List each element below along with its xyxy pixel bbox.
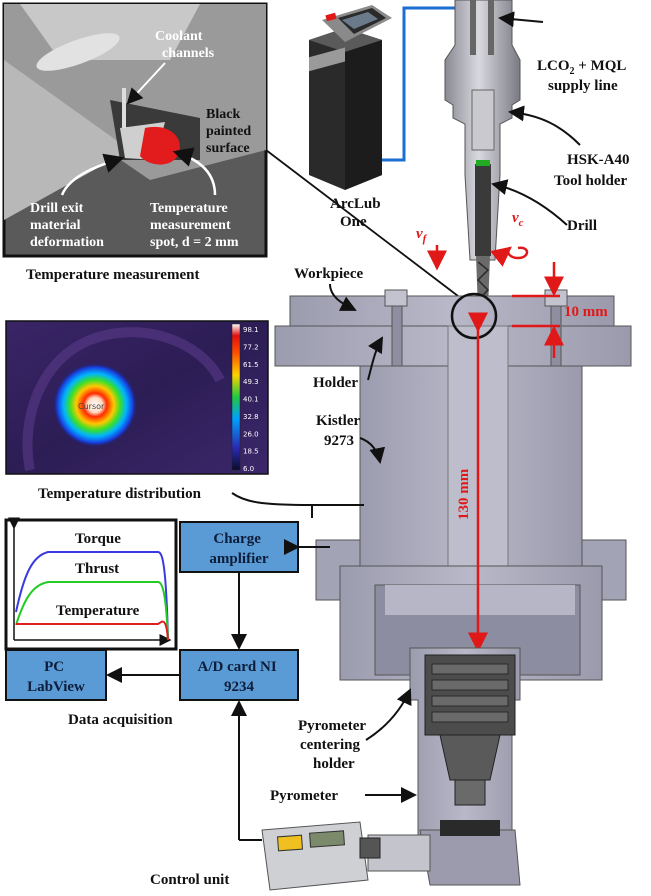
temperature-spot-arrow: [172, 147, 217, 196]
thrust-label: Thrust: [75, 561, 119, 577]
charge-amplifier-box: Charge amplifier: [179, 521, 299, 573]
pyrometer-body: [367, 820, 521, 886]
holder-arrow: [367, 336, 384, 381]
colorbar-tick-label: 49.3: [243, 378, 259, 386]
svg-text:PC LabView: PC LabView: [27, 659, 85, 695]
thermal-cursor-label: Cursor: [78, 402, 105, 411]
drill-label: Drill: [567, 218, 597, 234]
colorbar-tick-label: 77.2: [243, 343, 259, 351]
temperature-line: [16, 620, 169, 641]
workpiece-label: Workpiece: [294, 266, 363, 282]
thermal-image: Cursor: [5, 320, 269, 475]
kistler-arrow: [359, 437, 386, 464]
pyrometer-centering-arrow: [365, 688, 412, 741]
workpiece-and-holder: [274, 289, 632, 681]
tool-holder-arrow: [508, 105, 581, 146]
hundred-thirty-mm-label: 130 mm: [456, 468, 472, 520]
temperature-spot-label: Temperature measurement spot, d = 2 mm: [150, 201, 239, 250]
torque-line: [15, 551, 169, 641]
colorbar-tick-label: 40.1: [243, 396, 259, 404]
control-unit-label: Control unit: [150, 872, 229, 888]
signal-plot: Torque Thrust Temperature: [4, 517, 178, 651]
coolant-channels-arrow: [126, 62, 166, 105]
pyrometer-centering-label: Pyrometer centering holder: [298, 718, 370, 772]
supply-line-arrow: [498, 11, 544, 28]
coolant-channels-label: Coolant channels: [155, 29, 215, 61]
vc-rotation-arrow: [490, 246, 529, 267]
vf-label: vf: [416, 226, 428, 245]
temperature-distribution-caption: Temperature distribution: [38, 486, 202, 502]
temperature-measurement-caption: Temperature measurement: [26, 267, 199, 283]
torque-label: Torque: [75, 531, 121, 547]
temperature-measurement-inset: Coolant channels Black painted surface D…: [2, 2, 268, 258]
inset-leader-line: [265, 149, 459, 297]
thermal-to-holder-link: [231, 492, 313, 518]
drill-exit-label: Drill exit material deformation: [30, 201, 104, 250]
thrust-line: [15, 581, 169, 641]
colorbar-ticks: 98.1 77.2 61.5 49.3 40.1 32.8 26.0 18.5 6.0: [243, 326, 259, 473]
drill-arrow: [491, 179, 568, 226]
workpiece-arrow: [329, 283, 357, 311]
arclub-label: ArcLub One: [330, 196, 384, 230]
colorbar-tick-label: 98.1: [243, 326, 259, 334]
ad-card-box: A/D card NI 9234: [179, 649, 299, 701]
arclub-one-device: [309, 5, 392, 190]
colorbar-tick-label: 26.0: [243, 430, 259, 438]
holder-label: Holder: [313, 375, 358, 391]
drill-exit-arrow: [60, 153, 125, 196]
vc-label: vc: [512, 210, 524, 229]
black-painted-label: Black painted surface: [206, 107, 255, 156]
colorbar: [231, 323, 241, 471]
svg-text:Charge amplifier: Charge amplifier: [209, 531, 268, 567]
colorbar-tick-label: 6.0: [243, 465, 254, 473]
pyrometer-centering-holder: [409, 647, 521, 836]
ten-mm-label: 10 mm: [564, 304, 608, 320]
svg-text:A/D card NI 9234: A/D card NI 9234: [198, 659, 281, 695]
ten-mm-dimension: [512, 262, 564, 358]
colorbar-tick-label: 32.8: [243, 413, 259, 421]
supply-line-label: LCO2 + MQL supply line: [537, 58, 629, 94]
control-unit-device: [261, 821, 381, 891]
pyrometer-label: Pyrometer: [270, 788, 338, 804]
kistler-label: Kistler 9273: [316, 413, 364, 449]
tool-holder-label: HSK-A40 Tool holder: [554, 152, 633, 189]
data-acquisition-caption: Data acquisition: [68, 712, 173, 728]
temperature-signal-label: Temperature: [56, 603, 140, 619]
colorbar-tick-label: 61.5: [243, 361, 259, 369]
tool-holder: [444, 0, 521, 261]
colorbar-tick-label: 18.5: [243, 448, 259, 456]
pc-box: PC LabView: [5, 649, 107, 701]
